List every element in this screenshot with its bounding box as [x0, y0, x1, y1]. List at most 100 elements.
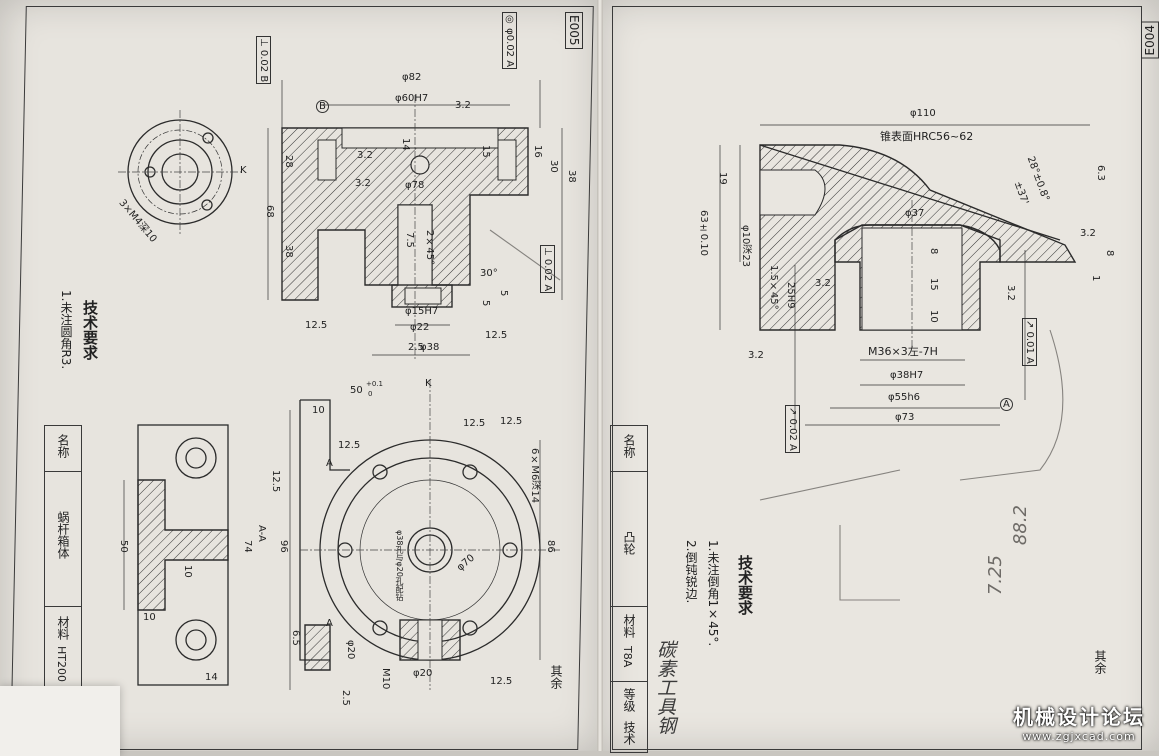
right-title-block: 名称 凸轮 材料 T8A 等级 技术 — [610, 425, 648, 753]
cam-section — [719, 124, 1090, 430]
dim-b-circle: B — [316, 100, 329, 113]
pencil-marks — [489, 229, 1064, 601]
left-tol-frame-3: ⊥ 0.02 A — [540, 245, 555, 294]
dim-50-tol-lower: 0 — [368, 390, 373, 398]
cam-dim-hrc: 锥表面HRC56~62 — [880, 130, 974, 143]
dim-phi20-bottom: φ20 — [413, 668, 433, 679]
dim-phi15h7: φ15H7 — [405, 306, 439, 317]
dim-2-5: 2.5 — [408, 342, 424, 353]
dim-12-5-g: 12.5 — [500, 416, 523, 427]
left-title-divider — [45, 471, 81, 472]
right-sheet-code: E004 — [1141, 22, 1159, 59]
right-title-divider — [611, 471, 647, 472]
dim-6-5: 6.5 — [290, 630, 301, 646]
dim-7-5: 7.5 — [404, 232, 415, 248]
cam-dim-phi38h7: φ38H7 — [890, 370, 924, 381]
left-tol-frame-2: ◎ φ0.02 A — [502, 12, 517, 70]
dim-16: 16 — [532, 145, 543, 158]
cam-dim-3-2-a: 3.2 — [815, 278, 831, 289]
book-spine — [597, 0, 603, 751]
dim-12-5-a: 12.5 — [305, 320, 328, 331]
dim-14: 14 — [400, 138, 411, 151]
dim-38-left: 38 — [283, 245, 294, 258]
dim-14: 14 — [205, 672, 218, 683]
watermark-url: www.zgjxcad.com — [1022, 730, 1136, 743]
paper-scrap — [0, 686, 120, 756]
dim-m10: M10 — [380, 668, 391, 690]
dim-15: 15 — [480, 145, 491, 158]
left-material: HT200 — [55, 646, 68, 682]
dim-phi60h7: φ60H7 — [395, 93, 429, 104]
right-tech-req-item-1: 1.未注倒角1×45°. — [706, 540, 720, 647]
left-title-divider-2 — [45, 606, 81, 607]
cam-dim-1-right: 1 — [1090, 275, 1101, 282]
dim-k-plan: K — [425, 378, 432, 389]
dim-30: 30 — [548, 160, 559, 173]
housing-plan-view — [289, 380, 560, 690]
flange-end-view — [118, 110, 244, 234]
dim-3-2-top: 3.2 — [455, 100, 471, 111]
dim-5-b: 5 — [480, 300, 491, 307]
dim-86: 86 — [545, 540, 556, 553]
left-material-label: 材料 — [56, 616, 70, 640]
dim-a-1: A — [326, 458, 333, 469]
dim-2-5-bottom: 2.5 — [340, 690, 351, 706]
cam-dim-8-right: 8 — [1104, 250, 1115, 257]
right-material-label: 材料 — [622, 614, 636, 638]
cam-dim-3-2-b: 3.2 — [748, 350, 764, 361]
right-name-label: 名称 — [622, 434, 636, 458]
dim-50-tol-upper: +0.1 — [366, 380, 383, 388]
right-material: T8A — [621, 646, 634, 668]
left-roughness-rest: 其余 — [549, 665, 563, 689]
cam-dim-phi110: φ110 — [910, 108, 936, 119]
cam-dim-10: 10 — [928, 310, 939, 323]
left-tech-req-title: 技术要求 — [81, 300, 99, 360]
right-tech-req-item-2: 2.倒钝锐边. — [684, 540, 698, 604]
left-tol-frame-1: ⊥ 0.02 B — [256, 36, 271, 85]
plan-note-vertical: φ38孔与φ20孔配钻 — [395, 530, 404, 601]
cam-dim-25h9: 25H9 — [785, 282, 796, 309]
dim-phi38: φ38 — [420, 342, 440, 353]
dim-12-5-e: 12.5 — [490, 676, 513, 687]
dim-12-5-b: 12.5 — [485, 330, 508, 341]
dim-28: 28 — [283, 155, 294, 168]
dim-10-side: 10 — [182, 565, 193, 578]
dim-phi82: φ82 — [402, 72, 422, 83]
cam-dim-phi10: φ10深23 — [740, 225, 751, 268]
dim-96: 96 — [278, 540, 289, 553]
right-tech-req-title: 技术要求 — [736, 555, 754, 615]
dim-3-2-mid: 3.2 — [355, 178, 371, 189]
dim-12-5-d: 12.5 — [270, 470, 281, 493]
dim-38-right: 38 — [566, 170, 577, 183]
forum-watermark: 机械设计论坛 www.zgjxcad.com — [1013, 701, 1145, 743]
dim-6xm6: 6×M6深14 — [529, 448, 540, 504]
dim-74: 74 — [242, 540, 253, 553]
right-tol-frame-1: ↗ 0.01 A — [1022, 318, 1037, 366]
housing-side-view — [123, 424, 229, 686]
dim-2x45: 2×45° — [424, 230, 435, 266]
cam-dim-phi55h6: φ55h6 — [888, 392, 921, 403]
left-sheet-code: E005 — [565, 12, 583, 49]
dim-5-a: 5 — [498, 290, 509, 297]
right-border-frame — [612, 6, 1142, 750]
dim-50-side: 50 — [118, 540, 129, 553]
cam-dim-3-2-c: 3.2 — [1005, 285, 1016, 301]
dim-12-5-f: 12.5 — [338, 440, 361, 451]
right-roughness-rest: 其余 — [1093, 650, 1107, 674]
dim-3-2-left: 3.2 — [357, 150, 373, 161]
right-part-name: 凸轮 — [622, 531, 636, 555]
handwriting-note-1: 88.2 — [1010, 505, 1031, 546]
dim-68: 68 — [264, 205, 275, 218]
dim-phi22: φ22 — [410, 322, 430, 333]
dim-phi20-side: φ20 — [345, 640, 356, 660]
dim-10-side-b: 10 — [143, 612, 156, 623]
left-title-block: 名称 蜗杆箱体 材料 HT200 — [44, 425, 82, 687]
dim-a-a: A-A — [256, 525, 267, 542]
dim-10-top: 10 — [312, 405, 325, 416]
dim-phi78: φ78 — [405, 180, 425, 191]
right-title-divider-2 — [611, 606, 647, 607]
cam-dim-1-5x45: 1.5×45° — [768, 265, 779, 310]
left-tech-req-item-1: 1.未注圆角R3. — [59, 290, 73, 370]
cam-dim-phi73: φ73 — [895, 412, 915, 423]
